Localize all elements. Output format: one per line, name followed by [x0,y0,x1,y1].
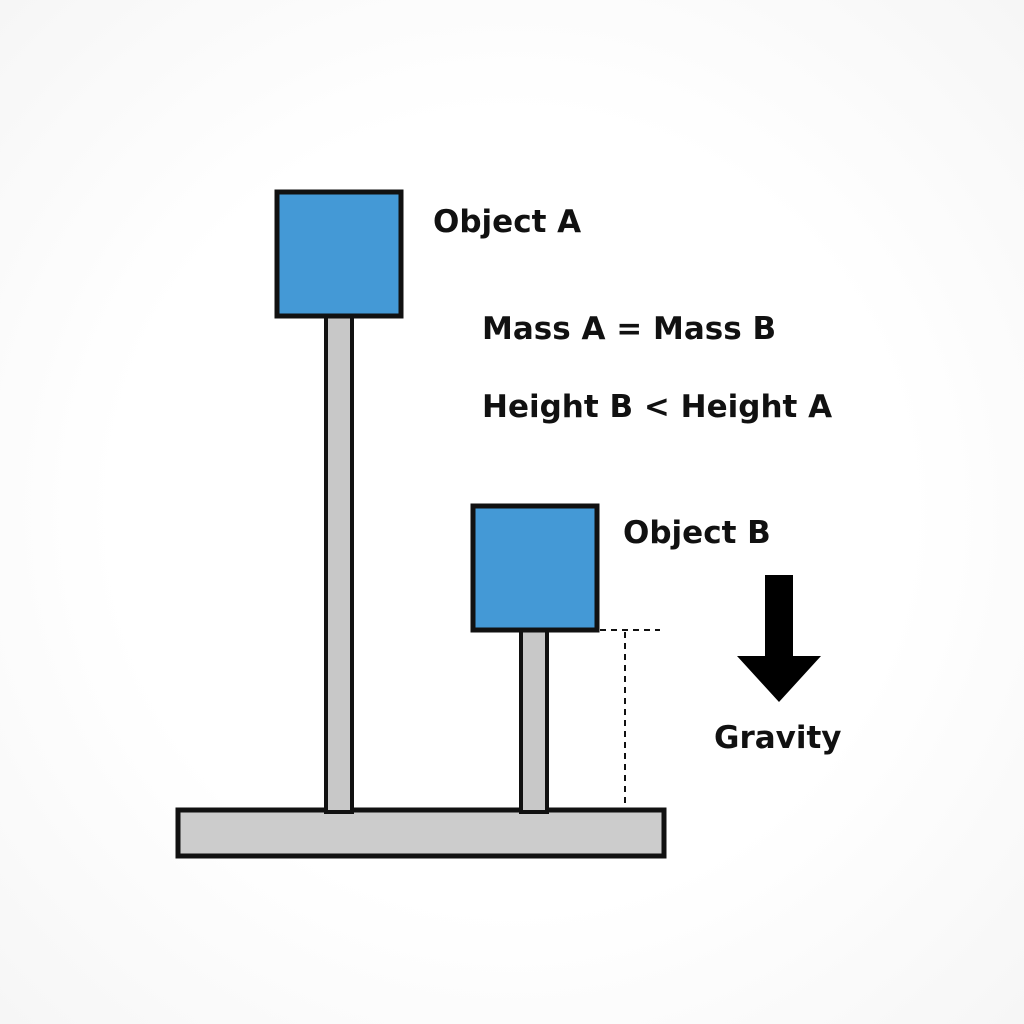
pole-a [324,312,354,814]
object-a-label: Object A [433,204,582,240]
object-b-label: Object B [623,515,771,551]
object-a-block [274,189,404,319]
object-b-block [470,503,600,633]
gravity-label: Gravity [714,720,842,756]
height-relation-label: Height B < Height A [482,389,833,425]
pole-b [519,627,549,814]
mass-relation-label: Mass A = Mass B [482,311,777,347]
height-b-indicator [600,629,660,808]
arrow-down-icon [737,575,821,702]
base-platform [175,807,667,859]
